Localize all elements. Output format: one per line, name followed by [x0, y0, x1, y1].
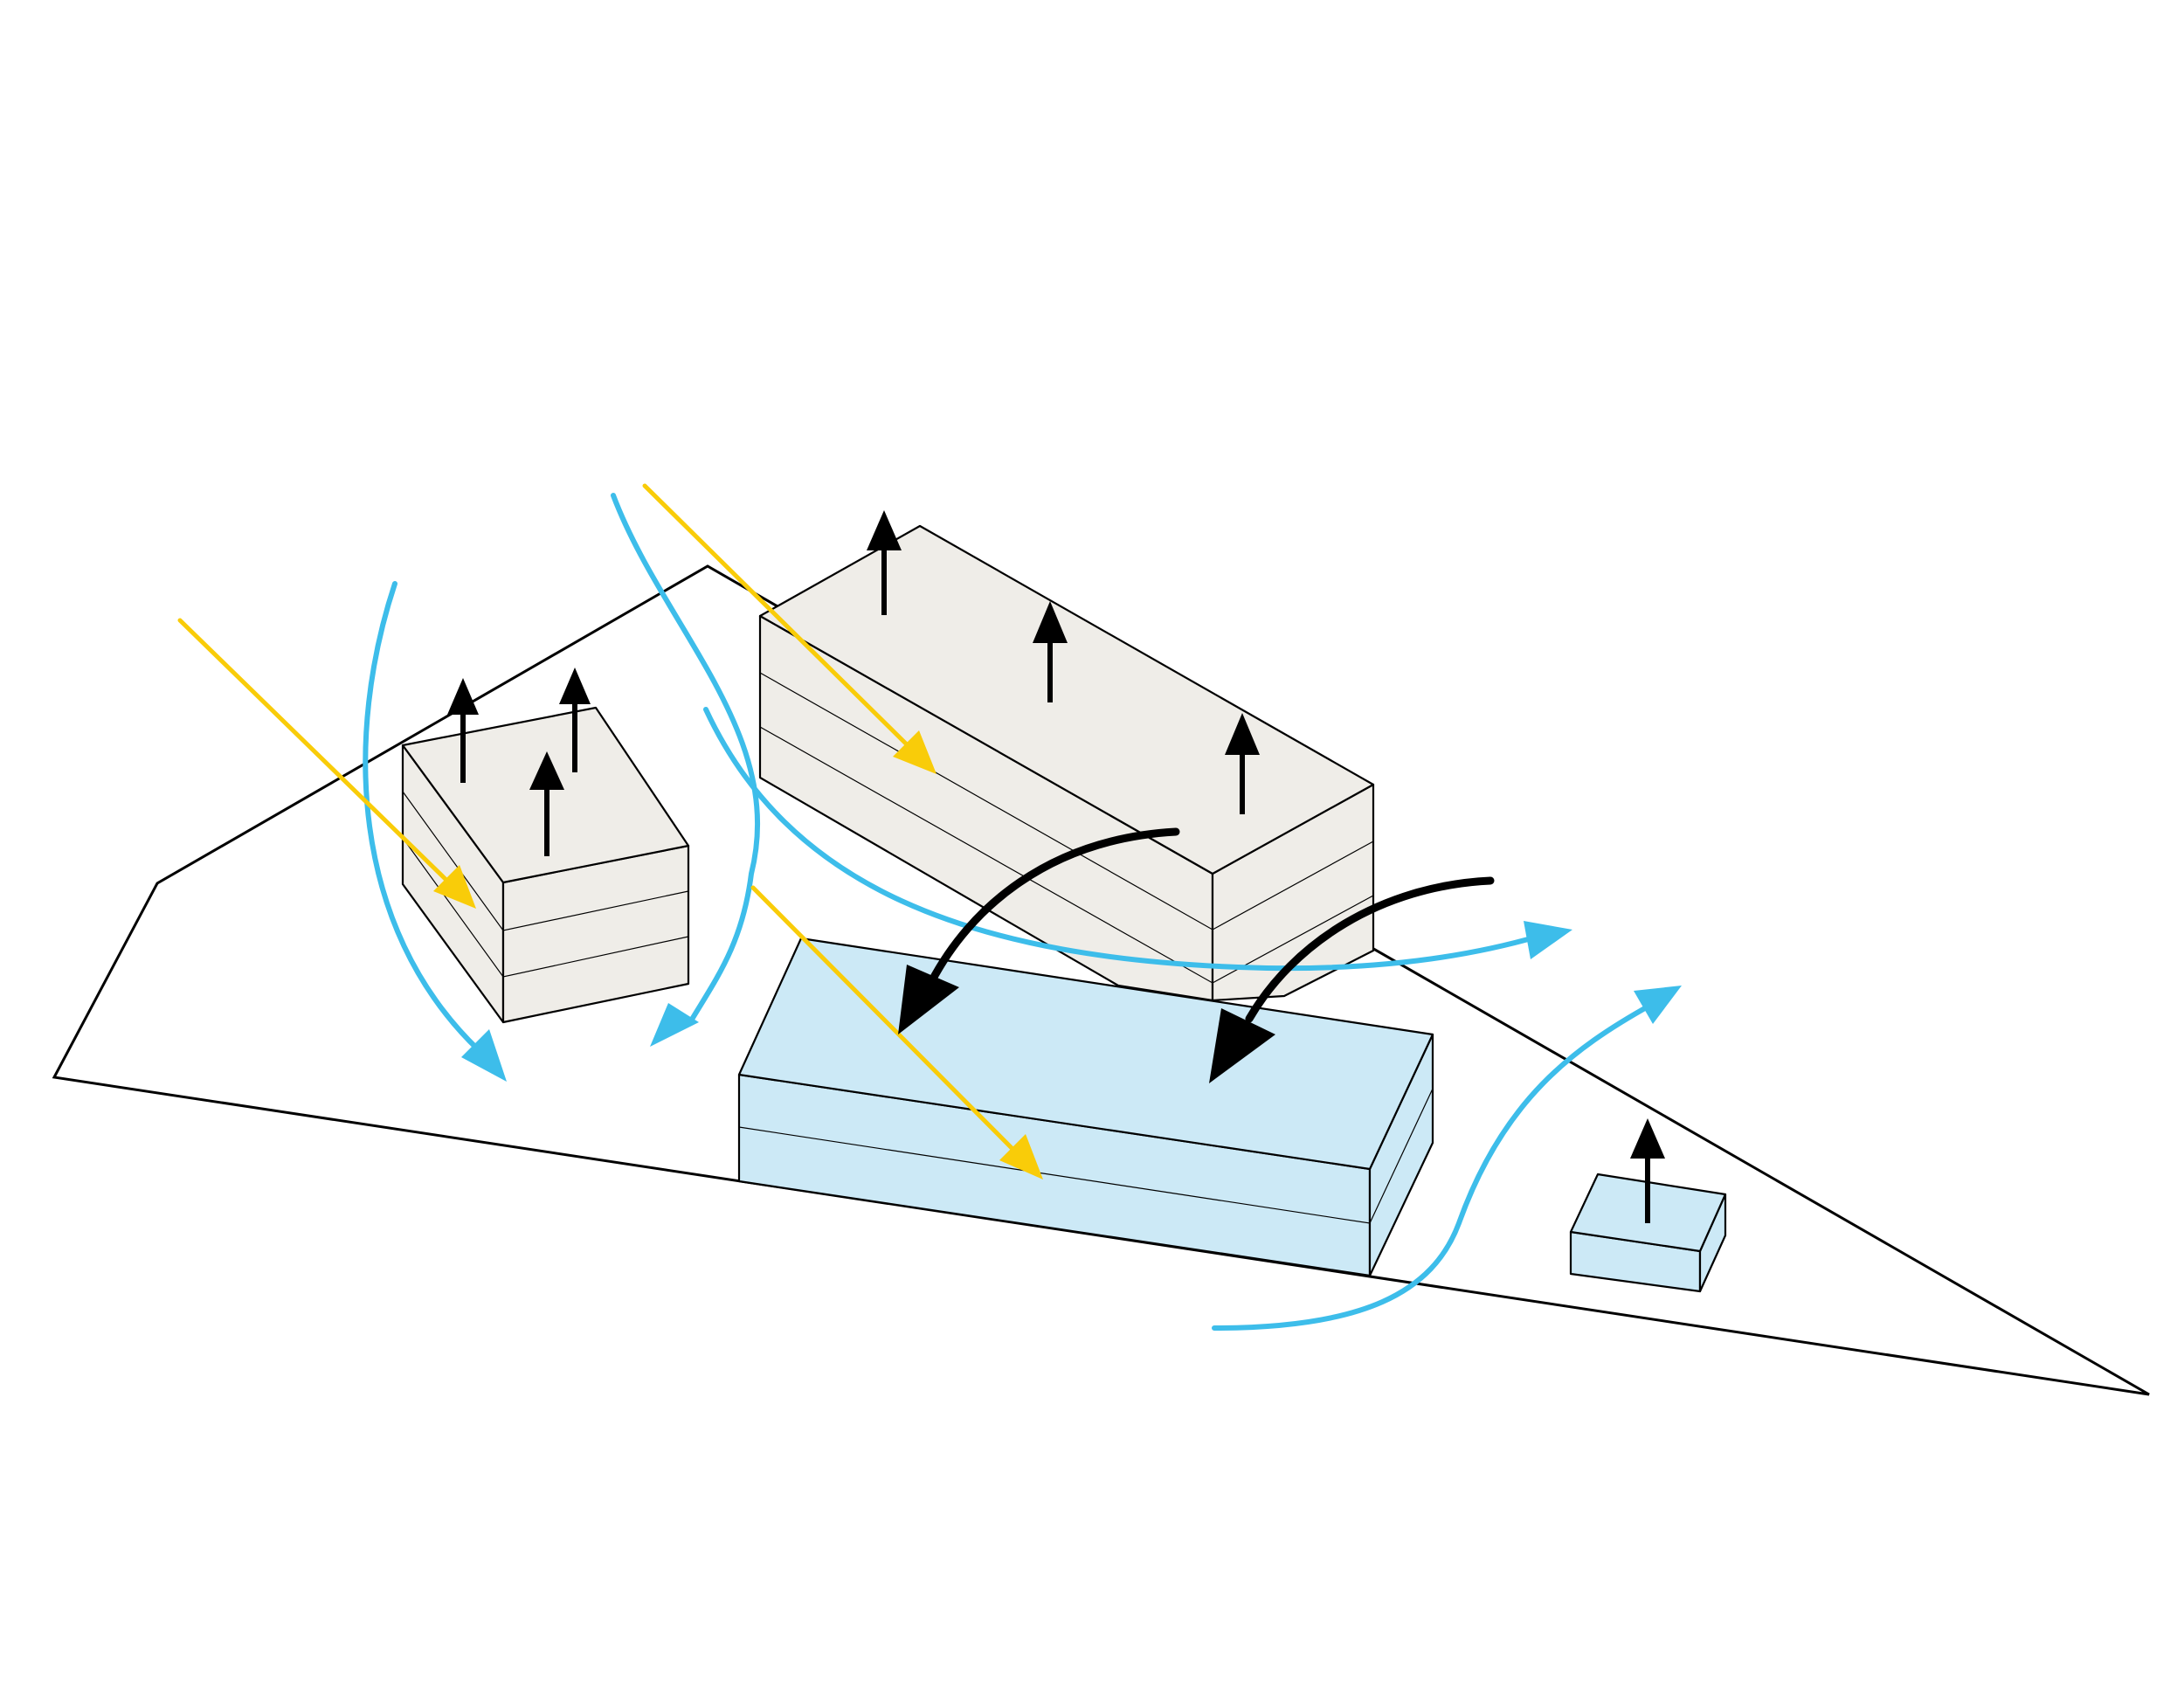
flow-arrow-head-icon [1209, 1008, 1275, 1083]
height-arrow-head-icon [559, 668, 591, 704]
new-building-large [737, 937, 1434, 1277]
height-arrow-head-icon [1033, 601, 1068, 643]
sun-arrows [177, 483, 1043, 1180]
wind-arrow-icon [703, 707, 1540, 972]
sun-arrow-head-icon [999, 1134, 1043, 1180]
flow-arrow-icon [927, 827, 1180, 986]
height-arrow-head-icon [1225, 713, 1260, 755]
wind-arrow-head-icon [1524, 921, 1572, 959]
height-arrow-head-icon [447, 678, 479, 715]
sun-arrow-head-icon [893, 730, 936, 774]
height-arrows [447, 510, 1665, 1223]
sun-arrow-icon [642, 483, 918, 756]
floor-line [402, 837, 689, 978]
wind-arrow-head-icon [1634, 986, 1682, 1024]
wind-arrow-head-icon [461, 1029, 507, 1082]
wind-arrow-icon [611, 493, 761, 1025]
building-large-roof [758, 524, 1375, 875]
sun-arrow-icon [177, 618, 457, 890]
flow-arrows [898, 827, 1495, 1083]
wind-arrows [363, 493, 1682, 1331]
wind-arrow-icon [1212, 1002, 1654, 1331]
flow-arrow-icon [1245, 876, 1495, 1023]
height-arrow-head-icon [867, 510, 902, 550]
floor-line [738, 1088, 1434, 1224]
site-boundary [52, 564, 2150, 1396]
height-arrow-head-icon [1630, 1118, 1665, 1159]
floor-line [759, 726, 1374, 984]
sun-arrow-icon [750, 885, 1023, 1159]
existing-building-large [758, 524, 1375, 1002]
floor-line [402, 791, 689, 931]
wind-arrow-head-icon [650, 1003, 699, 1047]
wind-arrow-icon [363, 581, 481, 1053]
height-arrow-head-icon [529, 751, 564, 790]
flow-arrow-head-icon [898, 965, 959, 1034]
sun-arrow-head-icon [433, 865, 476, 909]
